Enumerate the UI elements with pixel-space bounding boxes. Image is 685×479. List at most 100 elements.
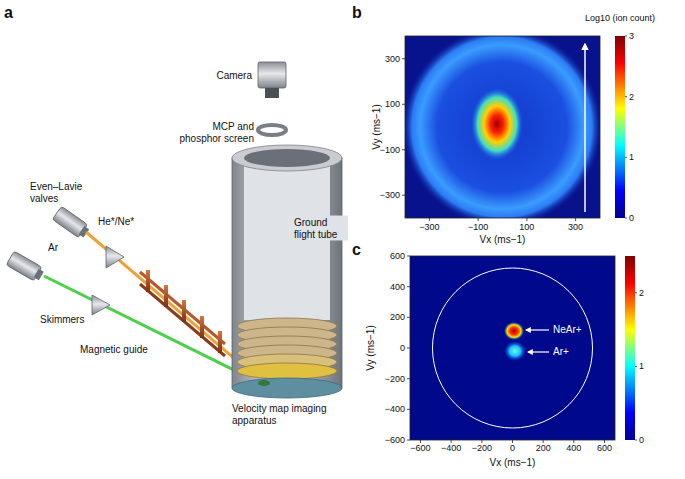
- tick-label: −400: [441, 443, 461, 453]
- guide-bar: [140, 284, 225, 356]
- image-ground: [410, 256, 615, 440]
- argon-beam: [44, 276, 262, 384]
- colorbar-tick: 2: [639, 288, 644, 298]
- valve-lower: [6, 251, 45, 283]
- part-label: Magnetic guide: [80, 344, 148, 356]
- colorbar-tick: 1: [629, 152, 634, 162]
- beam-label: Ar: [48, 242, 58, 254]
- tick-mark: [625, 157, 627, 158]
- beam-label: He*/Ne*: [98, 216, 134, 228]
- tick-label: 100: [385, 99, 400, 109]
- reference-circle: [433, 268, 593, 428]
- tick-mark: [575, 218, 576, 221]
- colorbar-tick: 0: [629, 213, 634, 223]
- scattering-ring: [405, 36, 600, 218]
- valve-nozzle: [34, 269, 44, 281]
- velocity-map-image: [410, 256, 615, 440]
- tick-mark: [407, 255, 410, 256]
- camera-body: [258, 62, 286, 88]
- tick-label: 100: [519, 222, 534, 232]
- tick-mark: [402, 195, 405, 196]
- colorbar-tick: 1: [639, 361, 644, 371]
- colorbar: [625, 256, 635, 440]
- guide-bar: [140, 272, 225, 344]
- tick-label: 200: [390, 312, 405, 322]
- tick-mark: [429, 218, 430, 221]
- tube-top: [232, 145, 342, 171]
- tick-label: 600: [597, 443, 612, 453]
- ion-label: NeAr+: [553, 324, 582, 336]
- tube-base: [232, 378, 342, 398]
- tick-label: 600: [390, 251, 405, 261]
- tick-mark: [407, 286, 410, 287]
- central-peak: [471, 88, 523, 160]
- tick-label: −600: [410, 443, 430, 453]
- tick-mark: [625, 218, 627, 219]
- axis-title: Vy (ms−1): [371, 104, 383, 149]
- plot-frame: [405, 36, 600, 218]
- tick-mark: [407, 409, 410, 410]
- tick-mark: [407, 378, 410, 379]
- magnetic-guide: [140, 270, 225, 356]
- tick-mark: [573, 440, 574, 443]
- tick-mark: [481, 440, 482, 443]
- ion-spot: [504, 341, 526, 361]
- part-label: MCP and phosphor screen: [174, 121, 254, 144]
- axis-title: Vy (ms−1): [365, 325, 377, 370]
- tick-mark: [407, 440, 410, 441]
- guide-post: [218, 331, 222, 353]
- guide-post: [146, 270, 150, 292]
- tick-label: −100: [380, 145, 400, 155]
- tick-mark: [604, 440, 605, 443]
- tube-opening: [244, 149, 330, 167]
- guide-post: [200, 316, 204, 338]
- mcp-detector: [258, 125, 286, 135]
- guide-post: [182, 300, 186, 322]
- colorbar-title: Log10 (ion count): [585, 13, 655, 23]
- tick-label: −200: [472, 443, 492, 453]
- tick-label: −300: [419, 222, 439, 232]
- tick-mark: [402, 58, 405, 59]
- panel-letter: b: [352, 4, 362, 22]
- tick-mark: [543, 440, 544, 443]
- guide-post: [164, 285, 168, 307]
- tick-mark: [420, 440, 421, 443]
- pointer-arrow: [526, 329, 549, 330]
- skimmer-cone: [92, 295, 110, 315]
- tick-label: 400: [566, 443, 581, 453]
- tick-label: 200: [536, 443, 551, 453]
- tick-mark: [402, 149, 405, 150]
- tick-label: −300: [380, 190, 400, 200]
- part-label: Ground flight tube: [292, 216, 348, 241]
- tick-mark: [625, 36, 627, 37]
- tick-mark: [635, 366, 637, 367]
- panel-letter: a: [4, 4, 13, 22]
- tick-mark: [407, 317, 410, 318]
- tick-mark: [526, 218, 527, 221]
- valve-upper: [52, 206, 91, 240]
- pointer-arrow: [528, 351, 549, 352]
- tick-label: −600: [385, 435, 405, 445]
- tick-label: 300: [568, 222, 583, 232]
- interaction-region: [258, 380, 270, 386]
- tick-label: −100: [468, 222, 488, 232]
- tick-mark: [478, 218, 479, 221]
- part-label: Velocity map imaging apparatus: [232, 403, 347, 426]
- tick-mark: [635, 292, 637, 293]
- axis-title: Vx (ms−1): [480, 234, 526, 246]
- ion-spot: [504, 322, 524, 340]
- camera-lens: [265, 88, 279, 98]
- tick-label: 300: [385, 54, 400, 64]
- part-label: Even–Lavie valves: [30, 181, 100, 204]
- tick-mark: [512, 440, 513, 443]
- direction-arrow: [584, 44, 586, 212]
- velocity-map-image: [405, 36, 600, 218]
- tick-mark: [407, 348, 410, 349]
- plot-frame: [410, 256, 615, 440]
- axis-title: Vx (ms−1): [490, 457, 536, 469]
- electrode-plate: [237, 363, 337, 379]
- tick-label: 400: [390, 281, 405, 291]
- tick-mark: [402, 104, 405, 105]
